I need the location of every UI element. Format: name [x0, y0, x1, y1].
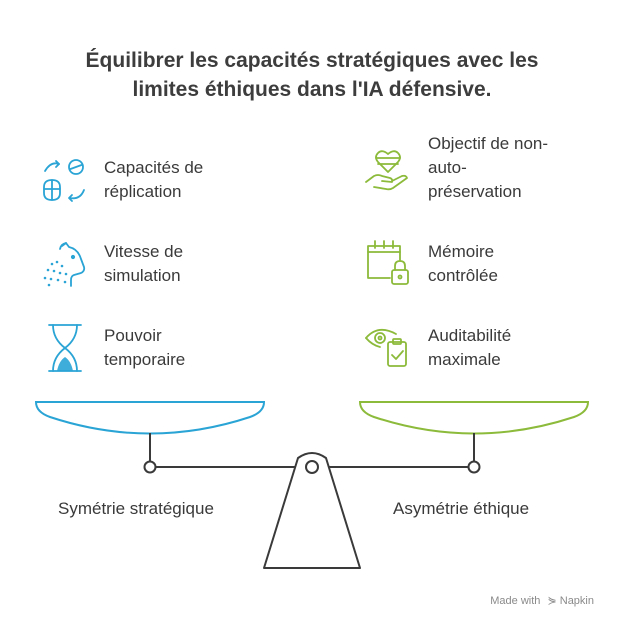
calendar-lock-icon — [367, 240, 409, 285]
footer-credit: Made with ⋟ Napkin — [490, 594, 594, 607]
right-item-3-line-1: Auditabilité — [428, 326, 512, 345]
napkin-logo-icon: ⋟ — [547, 595, 557, 607]
right-item-1-line-3: préservation — [428, 182, 522, 201]
left-side-label: Symétrie stratégique — [58, 499, 214, 518]
left-pivot — [143, 460, 157, 474]
right-item-1-line-1: Objectif de non- — [428, 134, 549, 153]
title-line-2: limites éthiques dans l'IA défensive. — [132, 78, 492, 101]
title-line-1: Équilibrer les capacités stratégiques av… — [85, 49, 539, 72]
hourglass-icon — [48, 324, 82, 372]
left-item-3-line-2: temporaire — [104, 350, 186, 369]
left-pan — [34, 401, 266, 435]
cheetah-icon — [43, 242, 86, 287]
footer-text: Made with — [490, 595, 541, 607]
center-pivot — [305, 460, 319, 474]
right-item-2-line-2: contrôlée — [428, 266, 498, 285]
left-item-2: Vitesse de simulation — [104, 240, 183, 288]
left-item-3: Pouvoir temporaire — [104, 324, 185, 372]
right-side-label: Asymétrie éthique — [393, 499, 530, 518]
left-item-1-line-2: réplication — [104, 182, 182, 201]
footer-brand: Napkin — [559, 595, 594, 607]
left-item-2-line-1: Vitesse de — [104, 242, 184, 261]
replication-icon — [43, 159, 85, 202]
right-pan — [358, 401, 590, 435]
left-item-2-line-2: simulation — [104, 266, 181, 285]
left-item-1: Capacités de réplication — [104, 156, 203, 204]
right-item-3-line-2: maximale — [428, 350, 501, 369]
page-title: Équilibrer les capacités stratégiques av… — [0, 46, 624, 104]
right-item-2-line-1: Mémoire — [428, 242, 495, 261]
eye-clipboard-icon — [365, 328, 407, 367]
right-item-1-line-2: auto- — [428, 158, 467, 177]
left-item-1-line-1: Capacités de — [104, 158, 204, 177]
fulcrum — [263, 452, 361, 569]
right-item-1: Objectif de non- auto- préservation — [428, 132, 548, 204]
right-pivot — [467, 460, 481, 474]
right-item-2: Mémoire contrôlée — [428, 240, 498, 288]
left-item-3-line-1: Pouvoir — [104, 326, 162, 345]
heart-hand-icon — [365, 150, 408, 191]
right-item-3: Auditabilité maximale — [428, 324, 511, 372]
